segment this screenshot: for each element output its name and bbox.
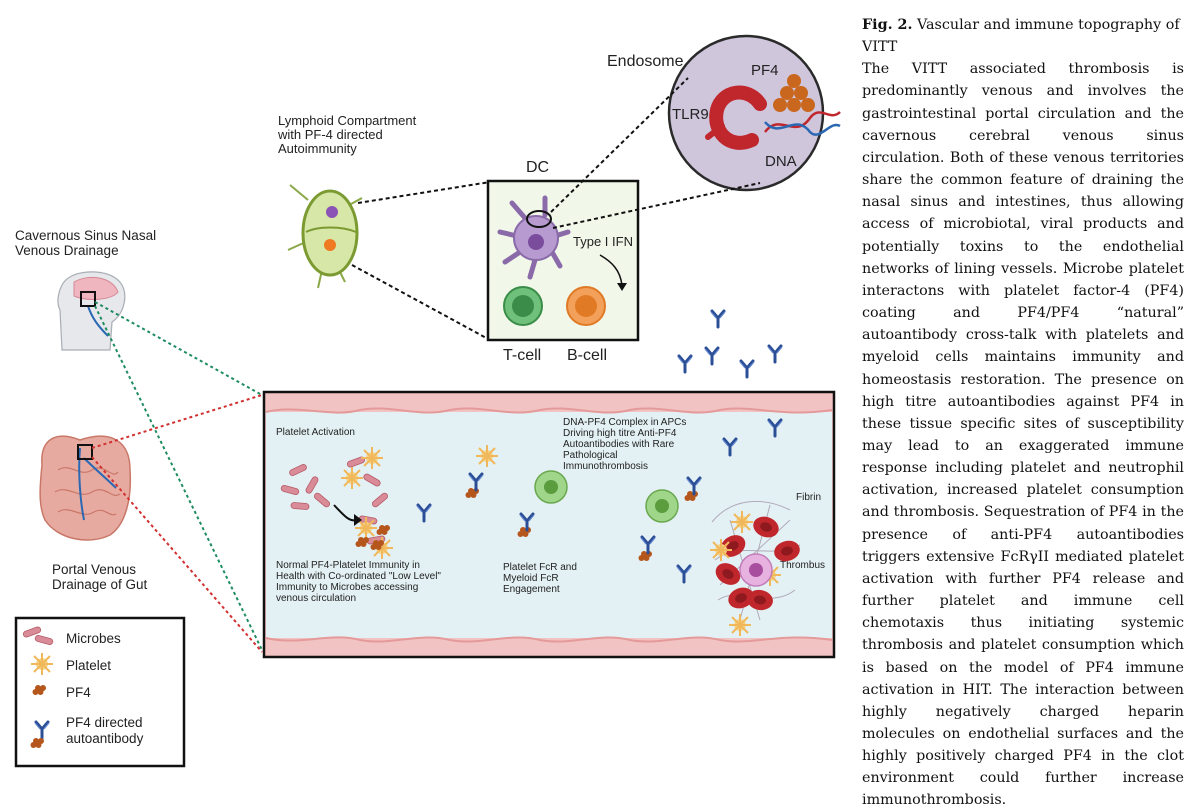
thrombus-clot (709, 500, 803, 637)
normal-label-1: Normal PF4-Platelet Immunity in (276, 560, 420, 571)
endosome-dna-label: DNA (765, 153, 797, 170)
lymphoid-label-3: Autoimmunity (278, 141, 357, 156)
portal-label-2: Drainage of Gut (52, 577, 148, 592)
connector-endosome-bottom (552, 182, 761, 229)
connector-cavernous (94, 301, 263, 396)
legend-antibody-label-1: PF4 directed (66, 715, 143, 730)
legend-platelet-icon (30, 652, 54, 676)
cavernous-label-2: Venous Drainage (15, 243, 119, 258)
myeloid-cells (534, 470, 679, 523)
figure-illustration: Endosome PF4 TLR9 DNA Lymphoid Compartme… (14, 34, 841, 768)
fibrin-label: Fibrin (796, 492, 821, 503)
dna-pf4-label-4: Pathological (563, 450, 617, 461)
head-illustration (57, 271, 126, 351)
platelet-activation-label: Platelet Activation (276, 427, 355, 438)
legend-antibody-label-2: autoantibody (66, 731, 144, 746)
connector-lymph-top (357, 181, 491, 204)
dna-pf4-label-3: Autoantibodies with Rare (563, 439, 675, 450)
thrombus-label: Thrombus (780, 560, 825, 571)
endosome-tlr9-label: TLR9 (672, 106, 709, 123)
caption-title-row: Fig. 2. Vascular and immune topography o… (862, 14, 1184, 58)
tlr9-receptor (709, 85, 767, 150)
fcr-label-2: Myeloid FcR (503, 573, 559, 584)
lymphoid-label-1: Lymphoid Compartment (278, 113, 417, 128)
legend-microbes-label: Microbes (66, 631, 121, 646)
tcell-label: T-cell (503, 347, 541, 364)
dna-pf4-label-1: DNA-PF4 Complex in APCs (563, 417, 686, 428)
connector-lymph-bottom (351, 264, 491, 341)
type1-ifn-label: Type I IFN (573, 234, 633, 249)
figure-caption: Fig. 2. Vascular and immune topography o… (862, 14, 1184, 812)
connector-cavernous-lower (94, 305, 263, 651)
fcr-label-1: Platelet FcR and (503, 562, 577, 573)
dna-helix (764, 110, 841, 133)
normal-label-4: venous circulation (276, 593, 356, 604)
dna-pf4-label-5: Immunothrombosis (563, 461, 648, 472)
lymphoid-label-2: with PF-4 directed (277, 127, 383, 142)
connector-gut-bottom (91, 456, 263, 653)
dc-label: DC (526, 159, 549, 176)
normal-label-3: Immunity to Microbes accessing (276, 582, 418, 593)
caption-title: Vascular and immune topography of VITT (862, 17, 1180, 56)
lymph-node (287, 184, 363, 289)
legend-platelet-label: Platelet (66, 658, 111, 673)
legend: Microbes Platelet PF4 PF4 directed autoa… (14, 616, 186, 768)
connector-gut-top (91, 394, 263, 449)
portal-label-1: Portal Venous (52, 562, 136, 577)
cavernous-label-1: Cavernous Sinus Nasal (15, 228, 156, 243)
legend-pf4-label: PF4 (66, 685, 91, 700)
connector-endosome-top (550, 77, 689, 213)
dendritic-cell (497, 195, 571, 280)
normal-label-2: Health with Co-ordinated "Low Level" (276, 571, 441, 582)
endosome-pf4-label: PF4 (751, 62, 779, 79)
caption-figure-label: Fig. 2. (862, 17, 913, 33)
ifn-arrow (599, 254, 623, 286)
pf4-cluster (773, 74, 815, 112)
dna-pf4-label-2: Driving high titre Anti-PF4 (563, 428, 677, 439)
caption-body: The VITT associated thrombosis is predom… (862, 61, 1184, 809)
bcell-label: B-cell (567, 347, 607, 364)
fcr-label-3: Engagement (503, 584, 560, 595)
floating-antibodies (676, 309, 784, 379)
gut-illustration (39, 435, 132, 541)
endosome-title: Endosome (607, 53, 684, 70)
